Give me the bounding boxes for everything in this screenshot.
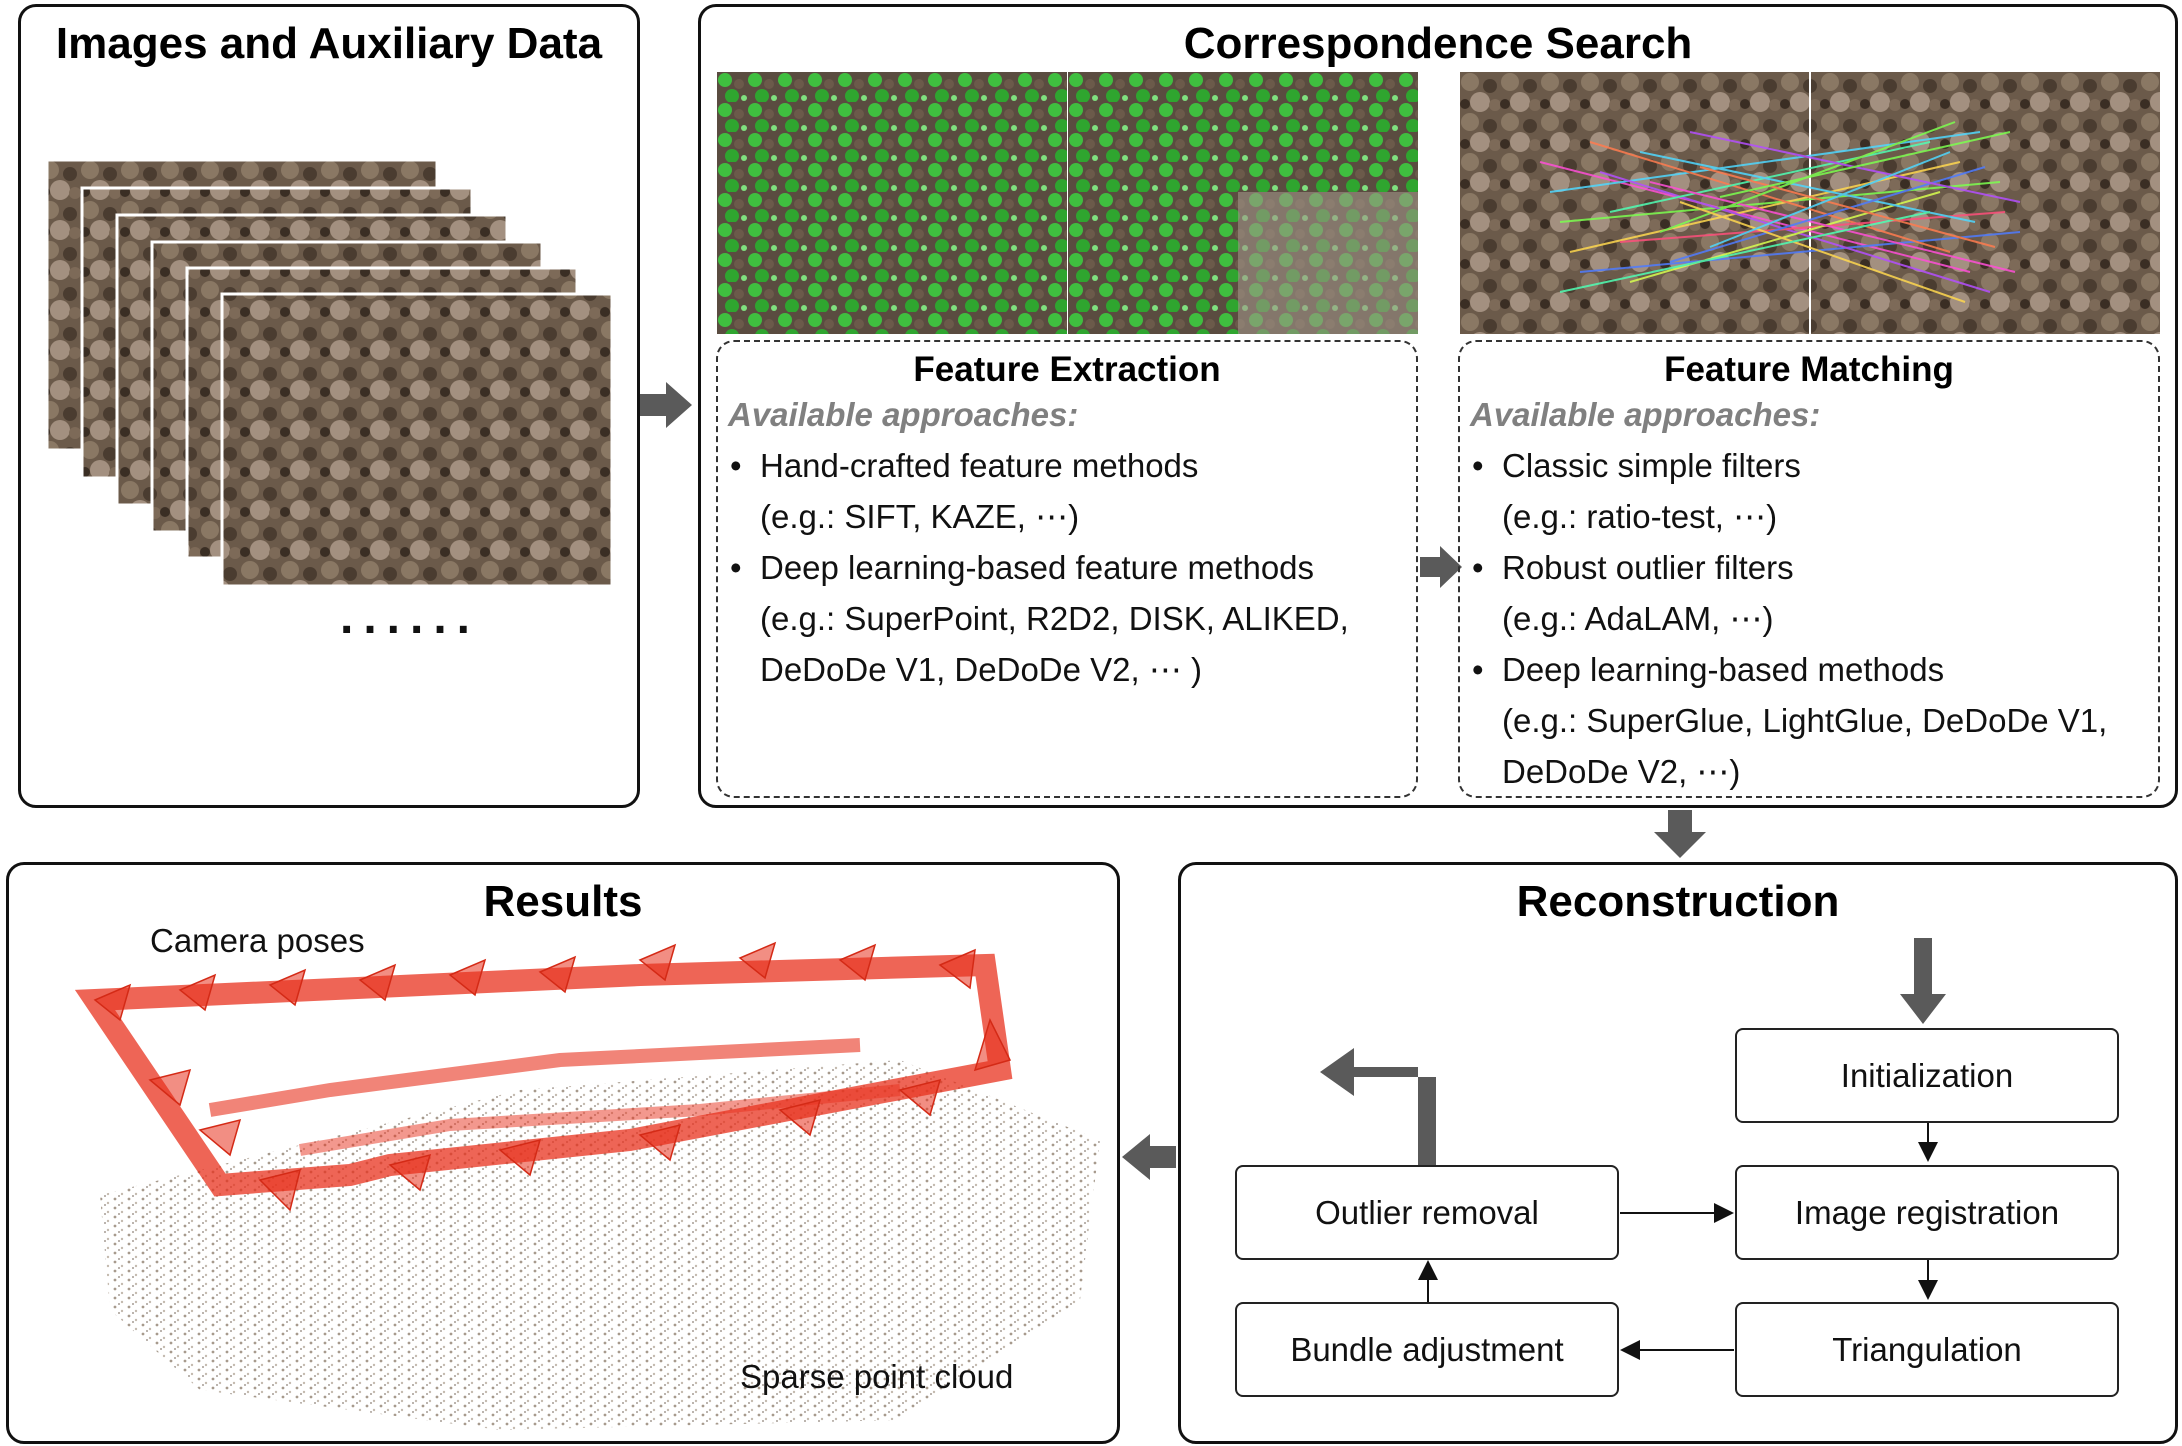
reconstruction-panel-title: Reconstruction — [1516, 877, 1840, 926]
images-panel-title: Images and Auxiliary Data — [55, 19, 603, 68]
arrow-left-icon — [1122, 1134, 1176, 1180]
initialization-node: Initialization — [1735, 1028, 2119, 1123]
camera-poses — [74, 941, 1013, 1212]
outlier-removal-node: Outlier removal — [1235, 1165, 1619, 1260]
feature-matching-list: • Classic simple filters (e.g.: ratio-te… — [1460, 440, 2158, 797]
list-item-example: (e.g.: SIFT, KAZE, ⋯) — [760, 498, 1080, 535]
bullet-icon: • — [730, 447, 742, 484]
list-item-example: DeDoDe V2, ⋯) — [1502, 753, 1741, 790]
arrow-right-icon — [1420, 546, 1462, 588]
feature-matching-image — [1460, 72, 2160, 334]
bundle-adjustment-node: Bundle adjustment — [1235, 1302, 1619, 1397]
arrow-down-icon — [1900, 938, 1946, 1024]
list-item-label: Classic simple filters — [1502, 447, 1801, 484]
sparse-point-cloud — [100, 1060, 1100, 1430]
feature-matching-box: Feature Matching Available approaches: •… — [1458, 340, 2160, 798]
list-item: • Deep learning-based feature methods (e… — [728, 542, 1416, 695]
feature-extraction-image-left — [717, 72, 1067, 334]
bullet-icon: • — [1472, 549, 1484, 586]
list-item: • Classic simple filters (e.g.: ratio-te… — [1470, 440, 2158, 542]
arrow-down-icon — [1654, 810, 1706, 858]
stacked-images — [45, 158, 614, 588]
feature-extraction-box: Feature Extraction Available approaches:… — [716, 340, 1418, 798]
list-item-label: Hand-crafted feature methods — [760, 447, 1199, 484]
bullet-icon: • — [1472, 651, 1484, 688]
sparse-point-cloud-label: Sparse point cloud — [740, 1358, 1014, 1395]
list-item-example: (e.g.: SuperPoint, R2D2, DISK, ALIKED, — [760, 600, 1349, 637]
list-item: • Deep learning-based methods (e.g.: Sup… — [1470, 644, 2158, 797]
images-ellipsis: ...... — [340, 591, 481, 644]
match-lines — [1539, 121, 2021, 303]
feature-matching-available: Available approaches: — [1470, 396, 1821, 433]
image-registration-node: Image registration — [1735, 1165, 2119, 1260]
results-panel-title: Results — [483, 877, 643, 926]
list-item-label: Deep learning-based methods — [1502, 651, 1945, 688]
arrow-right-icon — [640, 382, 692, 428]
feature-extraction-list: • Hand-crafted feature methods (e.g.: SI… — [718, 440, 1416, 695]
list-item-example: (e.g.: ratio-test, ⋯) — [1502, 498, 1778, 535]
list-item-example: (e.g.: SuperGlue, LightGlue, DeDoDe V1, — [1502, 702, 2108, 739]
bullet-icon: • — [1472, 447, 1484, 484]
correspondence-panel-title: Correspondence Search — [1183, 19, 1693, 68]
list-item-example: DeDoDe V1, DeDoDe V2, ⋯ ) — [760, 651, 1203, 688]
feature-extraction-title: Feature Extraction — [913, 350, 1221, 389]
list-item: • Robust outlier filters (e.g.: AdaLAM, … — [1470, 542, 2158, 644]
list-item-label: Deep learning-based feature methods — [760, 549, 1315, 586]
feature-matching-title: Feature Matching — [1664, 350, 1954, 389]
arrow-up-left-icon — [1320, 1048, 1436, 1165]
feature-extraction-available: Available approaches: — [728, 396, 1079, 433]
list-item-label: Robust outlier filters — [1502, 549, 1794, 586]
triangulation-node: Triangulation — [1735, 1302, 2119, 1397]
list-item: • Hand-crafted feature methods (e.g.: SI… — [728, 440, 1416, 542]
camera-poses-label: Camera poses — [150, 922, 365, 959]
feature-extraction-image-right — [1068, 72, 1418, 334]
bullet-icon: • — [730, 549, 742, 586]
list-item-example: (e.g.: AdaLAM, ⋯) — [1502, 600, 1774, 637]
